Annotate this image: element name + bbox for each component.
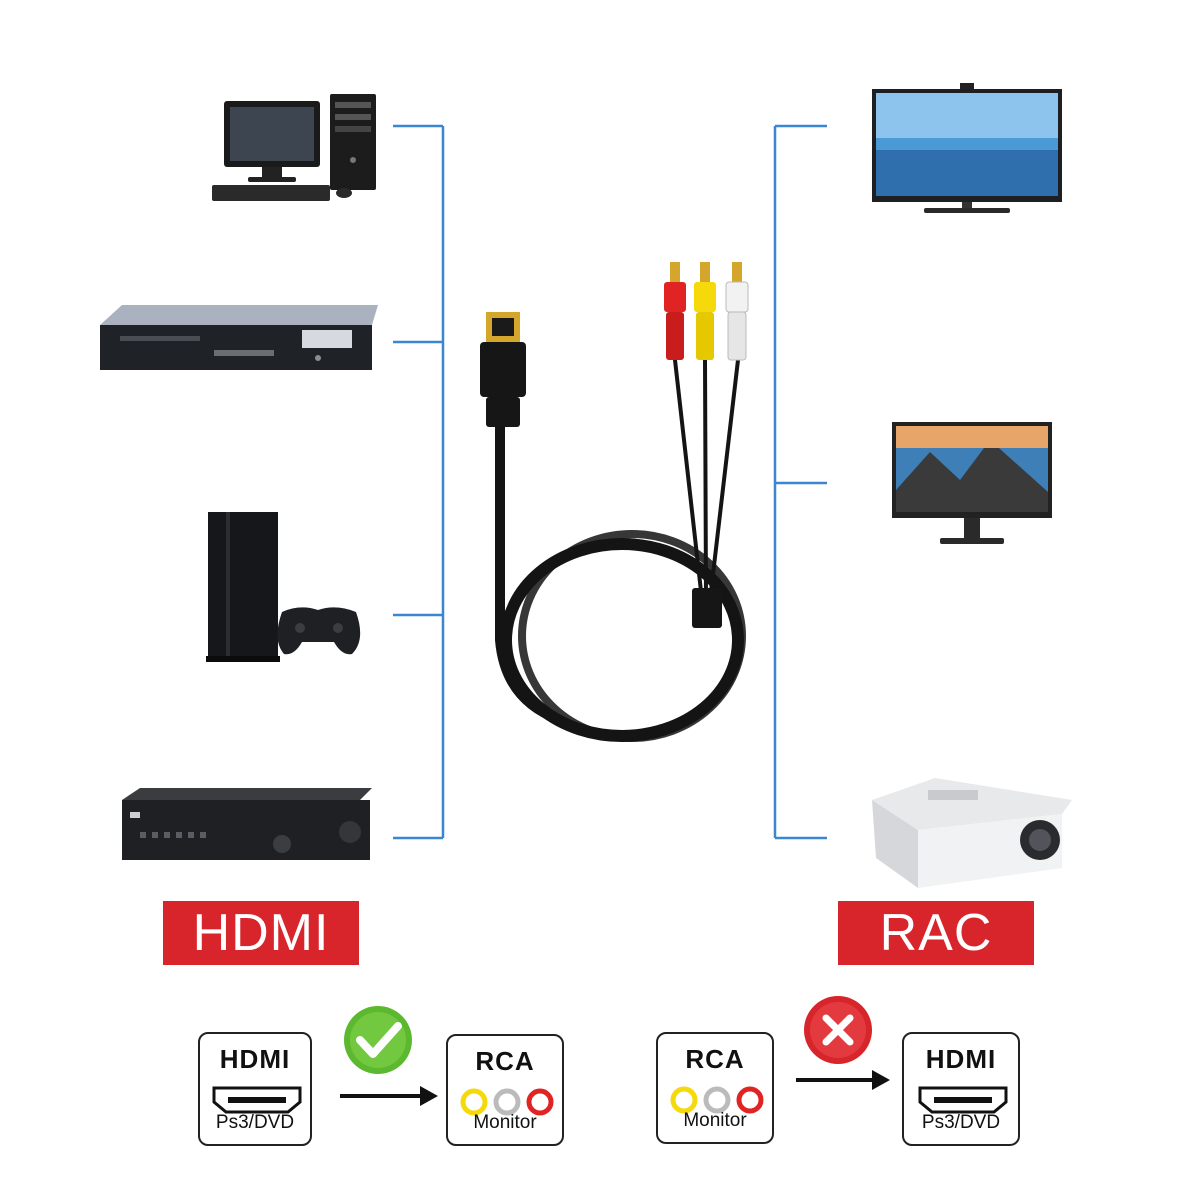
box-subtitle: Monitor [683, 1110, 747, 1131]
box-heading: HDMI [925, 1044, 997, 1074]
box-subtitle: Ps3/DVD [921, 1112, 1001, 1133]
box-heading: RCA [685, 1044, 745, 1074]
projector-icon [872, 778, 1072, 888]
box-heading: HDMI [219, 1044, 291, 1074]
hdmi-port-icon [200, 1080, 310, 1120]
hdmi-port-icon [904, 1080, 1018, 1120]
left-connector-lines [393, 124, 445, 840]
hdmi-target-box: HDMI Ps3/DVD [902, 1032, 1020, 1146]
rca-target-box: RCA Monitor [446, 1034, 564, 1146]
dvd-player-icon [100, 305, 378, 370]
desktop-computer-icon [212, 94, 376, 201]
rac-banner: RAC [838, 901, 1034, 965]
rca-yellow-plug-icon [694, 262, 716, 360]
rca-jacks-icon [448, 1082, 562, 1122]
cable-coil [495, 358, 746, 742]
arrow-right-icon-left [340, 1086, 438, 1106]
box-subtitle: Ps3/DVD [215, 1112, 295, 1133]
rca-source-box: RCA Monitor [656, 1032, 774, 1144]
dvr-recorder-icon [122, 788, 372, 860]
hdmi-banner: HDMI [163, 901, 359, 965]
arrow-right-icon-right [796, 1070, 890, 1090]
right-connector-lines [773, 124, 827, 840]
rca-red-plug-icon [664, 262, 686, 360]
cable-splitter [692, 588, 722, 628]
box-subtitle: Monitor [473, 1112, 537, 1133]
monitor-icon [892, 422, 1052, 544]
game-console-icon [206, 512, 361, 662]
tv-icon [872, 83, 1062, 213]
rca-jacks-icon [658, 1080, 772, 1120]
check-icon [344, 1006, 412, 1074]
hdmi-plug-icon [480, 312, 526, 427]
box-heading: RCA [475, 1046, 535, 1076]
cross-icon [804, 996, 872, 1064]
hdmi-source-box: HDMI Ps3/DVD [198, 1032, 312, 1146]
rca-white-plug-icon [725, 262, 749, 361]
